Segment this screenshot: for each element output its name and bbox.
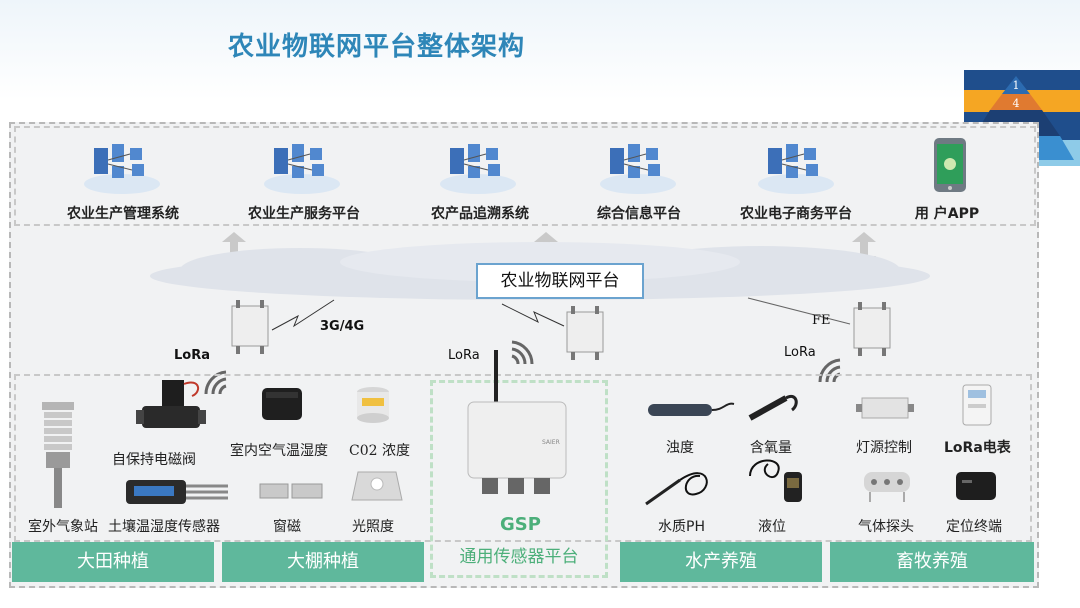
device-label-air-sensor: 室内空气温湿度 [230,443,328,459]
server-cluster-icon [264,144,340,194]
server-cluster-icon [84,144,160,194]
light-sensor-icon [351,471,403,501]
link-label-lora-left: LoRa [174,348,210,363]
ph-sensor-icon [645,472,708,506]
device-label-valve: 自保持电磁阀 [112,452,196,468]
wired-link-line [747,297,851,325]
page-title: 农业物联网平台整体架构 [228,32,526,62]
wifi-signal-icon [511,340,534,365]
device-label-light: 光照度 [352,519,394,535]
device-label-lora-meter: LoRa电表 [944,440,1011,456]
sensing-layer [14,374,1032,542]
category-field-planting: 大田种植 [12,542,214,582]
oxygen-sensor-icon [748,395,798,421]
air-sensor-icon [262,388,302,420]
co2-sensor-icon [357,387,389,423]
server-cluster-icon [758,144,834,194]
link-label-lora-middle: LoRa [448,348,480,363]
system-label-traceability: 农产品追溯系统 [431,206,529,222]
lamp-controller-icon [856,397,914,419]
device-label-co2: C02 浓度 [349,443,410,459]
device-label-oxygen: 含氧量 [750,440,792,456]
turbidity-sensor-icon [648,402,735,416]
pyramid-level-2: 4 [1013,97,1020,110]
gateway-device-icon [566,306,604,360]
server-cluster-icon [600,144,676,194]
system-label-info-platform: 综合信息平台 [597,206,681,222]
system-label-user-app: 用 户APP [914,206,980,222]
link-label-fe: FE [812,313,831,328]
locator-terminal-icon [956,472,996,500]
device-label-gsp: GSP [500,514,541,535]
wireless-link-line [271,299,335,331]
level-sensor-icon [749,459,802,502]
device-label-gas-probe: 气体探头 [858,519,914,535]
window-sensor-icon [259,483,323,499]
gsp-gateway-icon: SAIER [467,350,567,494]
device-label-level: 液位 [758,519,786,535]
server-cluster-icon [440,144,516,194]
wireless-link-line [501,303,565,327]
device-label-window: 窗磁 [273,519,301,535]
svg-text:SAIER: SAIER [542,439,560,446]
weather-station-icon [42,402,74,508]
link-label-lora-right: LoRa [784,345,816,360]
wifi-signal-icon [204,370,227,395]
device-label-lamp-control: 灯源控制 [856,440,912,456]
device-label-ph: 水质PH [658,519,705,535]
smartphone-icon [934,138,966,192]
category-aquaculture: 水产养殖 [620,542,822,582]
device-label-turbidity: 浊度 [666,440,694,456]
system-label-production-service: 农业生产服务平台 [248,206,360,222]
device-label-locator: 定位终端 [946,519,1002,535]
gateway-device-icon [853,302,891,356]
application-layer [14,126,1036,226]
system-label-production-management: 农业生产管理系统 [67,206,179,222]
gas-probe-icon [864,472,910,502]
pyramid-level-1: 1 [1013,79,1020,92]
electric-meter-icon [962,384,992,426]
iot-platform-box: 农业物联网平台 [476,263,644,299]
link-label-cellular: 3G/4G [320,319,365,334]
category-greenhouse-planting: 大棚种植 [222,542,424,582]
architecture-frame [9,122,1039,588]
category-livestock: 畜牧养殖 [830,542,1034,582]
soil-sensor-icon [126,480,228,504]
system-label-ecommerce: 农业电子商务平台 [740,206,852,222]
solenoid-valve-icon [136,380,206,428]
category-general-sensor-platform: 通用传感器平台 [433,544,605,570]
gateway-device-icon [231,300,269,354]
header-band [0,0,1080,100]
device-label-soil-sensor: 土壤温湿度传感器 [108,519,220,535]
device-label-weather-station: 室外气象站 [28,519,98,535]
general-sensor-panel [430,380,608,578]
